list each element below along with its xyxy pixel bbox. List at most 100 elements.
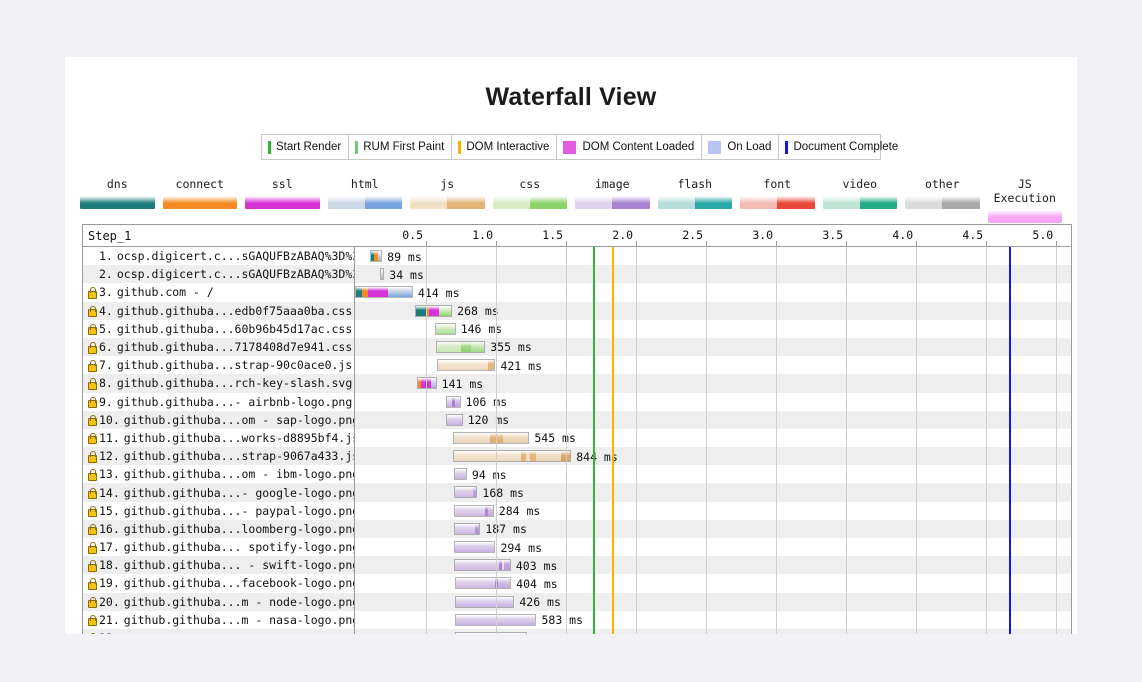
request-bar[interactable]: [445, 413, 463, 426]
request-bar[interactable]: [414, 304, 453, 317]
request-bar[interactable]: [454, 541, 496, 553]
request-label[interactable]: 12.github.githuba...strap-9067a433.js: [83, 447, 355, 466]
event-legend-item[interactable]: DOM Interactive: [452, 135, 558, 159]
request-label[interactable]: 4.github.githuba...edb0f75aaa0ba.css: [83, 301, 355, 320]
bar-segment-image: [455, 578, 495, 589]
request-bar[interactable]: [369, 250, 383, 262]
event-legend-item[interactable]: DOM Content Loaded: [557, 135, 703, 159]
request-label[interactable]: 18.github.githuba... - swift-logo.png: [83, 556, 355, 575]
request-label[interactable]: 6.github.githuba...7178408d7e941.css: [83, 337, 355, 357]
request-track: 294 ms: [355, 538, 1071, 556]
request-label[interactable]: 15.github.githuba...- paypal-logo.png: [83, 501, 355, 520]
waterfall-row[interactable]: 6.github.githuba...7178408d7e941.css 355 …: [83, 337, 1071, 357]
request-bar[interactable]: [416, 377, 437, 390]
request-label[interactable]: 16.github.githuba...loomberg-logo.png: [83, 519, 355, 538]
bar-segment-ssl: [421, 378, 432, 389]
request-url: github.githuba...om - ibm-logo.png: [123, 467, 355, 482]
request-bar[interactable]: [454, 522, 481, 535]
bar-segment-js: [560, 451, 571, 462]
request-label[interactable]: 3.github.com - /: [83, 283, 355, 302]
request-track: 34 ms: [355, 265, 1071, 283]
mime-legend-item: JS Execution: [984, 177, 1067, 223]
request-url: github.githuba...strap-90c0ace0.js: [116, 358, 353, 373]
request-label[interactable]: 7.github.githuba...strap-90c0ace0.js: [83, 356, 355, 375]
request-bar[interactable]: [454, 577, 512, 590]
request-label[interactable]: 8.github.githuba...rch-key-slash.svg: [83, 374, 355, 393]
request-bar[interactable]: [454, 504, 494, 517]
request-track: 421 ms: [355, 356, 1071, 374]
request-url: github.githuba...60b96b45d17ac.css: [116, 321, 353, 336]
lock-icon: [86, 560, 97, 572]
mime-legend-item: flash: [654, 177, 737, 223]
request-bar[interactable]: [454, 595, 515, 608]
lock-icon: [86, 614, 97, 627]
request-label[interactable]: 20.github.githuba...m - node-logo.png: [83, 592, 355, 611]
event-legend-item[interactable]: Start Render: [262, 135, 350, 159]
request-number: 16.: [99, 521, 120, 536]
axis-tick-label: 4.5: [962, 228, 984, 242]
request-label[interactable]: 11.github.githuba...works-d8895bf4.js: [83, 428, 355, 448]
request-url: github.githuba...- paypal-logo.png: [123, 503, 355, 518]
request-bar[interactable]: [454, 559, 511, 572]
request-track: 403 ms: [355, 556, 1071, 574]
request-bar[interactable]: [435, 340, 486, 353]
request-bar[interactable]: [453, 450, 572, 463]
request-label[interactable]: 9.github.githuba...- airbnb-logo.png: [83, 392, 355, 411]
request-bar[interactable]: [435, 322, 456, 335]
waterfall-row[interactable]: 22.: [83, 628, 1071, 634]
request-bar[interactable]: [436, 359, 496, 372]
request-bar[interactable]: [453, 486, 478, 499]
request-label[interactable]: 10.github.githuba...om - sap-logo.png: [83, 410, 355, 429]
request-number: 12.: [99, 449, 120, 464]
request-bar[interactable]: [453, 431, 530, 444]
mime-legend-swatch: [822, 196, 897, 209]
event-legend-item[interactable]: RUM First Paint: [349, 135, 453, 159]
request-duration: 355 ms: [490, 340, 532, 355]
request-label[interactable]: 5.github.githuba...60b96b45d17ac.css: [83, 319, 355, 338]
request-bar[interactable]: [379, 268, 385, 281]
mime-legend-swatch: [905, 196, 980, 209]
request-bar[interactable]: [453, 468, 467, 481]
bar-segment-image: [446, 414, 462, 425]
request-label[interactable]: 22.: [83, 628, 355, 634]
event-legend-item[interactable]: On Load: [702, 135, 780, 159]
waterfall-row[interactable]: 3.github.com - /414 ms: [83, 283, 1071, 302]
request-label[interactable]: 21.github.githuba...m - nasa-logo.png: [83, 610, 355, 629]
request-bar[interactable]: [454, 613, 537, 626]
request-bar[interactable]: [355, 286, 413, 299]
request-bar[interactable]: [445, 395, 461, 408]
request-label[interactable]: 2.ocsp.digicert.c...sGAQUFBzABAQ%3D%3D: [83, 265, 355, 284]
bar-segment-image: [455, 542, 495, 552]
request-label[interactable]: 1.ocsp.digicert.c...sGAQUFBzABAQ%3D%3D: [83, 247, 355, 266]
request-bar[interactable]: [454, 631, 528, 634]
bar-segment-connect: [374, 251, 378, 261]
request-label[interactable]: 17.github.githuba... spotify-logo.png: [83, 538, 355, 557]
bar-segment-image: [485, 505, 488, 516]
request-label[interactable]: 19.github.githuba...facebook-logo.png: [83, 574, 355, 593]
request-url: github.githuba...loomberg-logo.png: [123, 521, 355, 536]
event-legend-item[interactable]: Document Complete: [779, 135, 905, 159]
request-label[interactable]: 13.github.githuba...om - ibm-logo.png: [83, 465, 355, 484]
request-label[interactable]: 14.github.githuba...- google-logo.png: [83, 483, 355, 502]
bar-segment-image: [455, 632, 527, 634]
